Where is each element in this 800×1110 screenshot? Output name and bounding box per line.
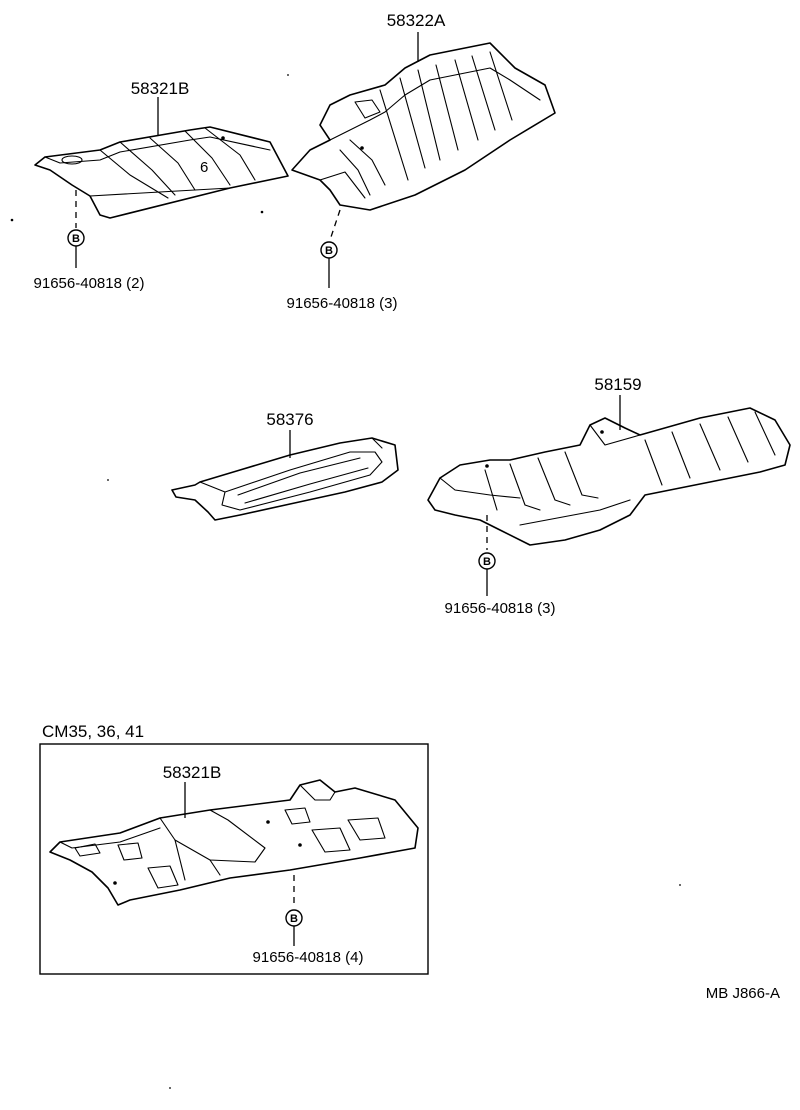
bolt-label-3: 91656-40818 (3) bbox=[445, 600, 556, 617]
part-label-58322a: 58322A bbox=[387, 11, 446, 30]
bolt-b-symbol: B bbox=[483, 556, 491, 568]
scan-specks bbox=[10, 74, 681, 1089]
bolt-label-2: 91656-40818 (3) bbox=[287, 295, 398, 312]
bolt-label-4: 91656-40818 (4) bbox=[253, 949, 364, 966]
bolt-label-1: 91656-40818 (2) bbox=[34, 275, 145, 292]
inset-frame bbox=[39, 743, 429, 975]
part-label-58321b-inset: 58321B bbox=[163, 763, 222, 782]
bolt-b-symbol: B bbox=[290, 913, 298, 925]
bolt-b-symbol: B bbox=[72, 233, 80, 245]
part-label-58159: 58159 bbox=[594, 375, 641, 394]
heat-insulator-58321b: 6 bbox=[34, 126, 289, 219]
heat-insulator-58159 bbox=[427, 407, 791, 546]
heat-insulator-58321b-inset bbox=[49, 779, 419, 906]
diagram-code: MB J866-A bbox=[706, 985, 780, 1002]
bolt-dashline-2 bbox=[329, 209, 341, 241]
part-label-58376: 58376 bbox=[266, 410, 313, 429]
inset-title: CM35, 36, 41 bbox=[42, 722, 144, 741]
heat-insulator-58376 bbox=[171, 437, 399, 521]
svg-text:6: 6 bbox=[200, 159, 208, 176]
heat-insulator-58322a bbox=[291, 42, 556, 211]
part-label-58321b: 58321B bbox=[131, 79, 190, 98]
bolt-b-symbol: B bbox=[325, 245, 333, 257]
